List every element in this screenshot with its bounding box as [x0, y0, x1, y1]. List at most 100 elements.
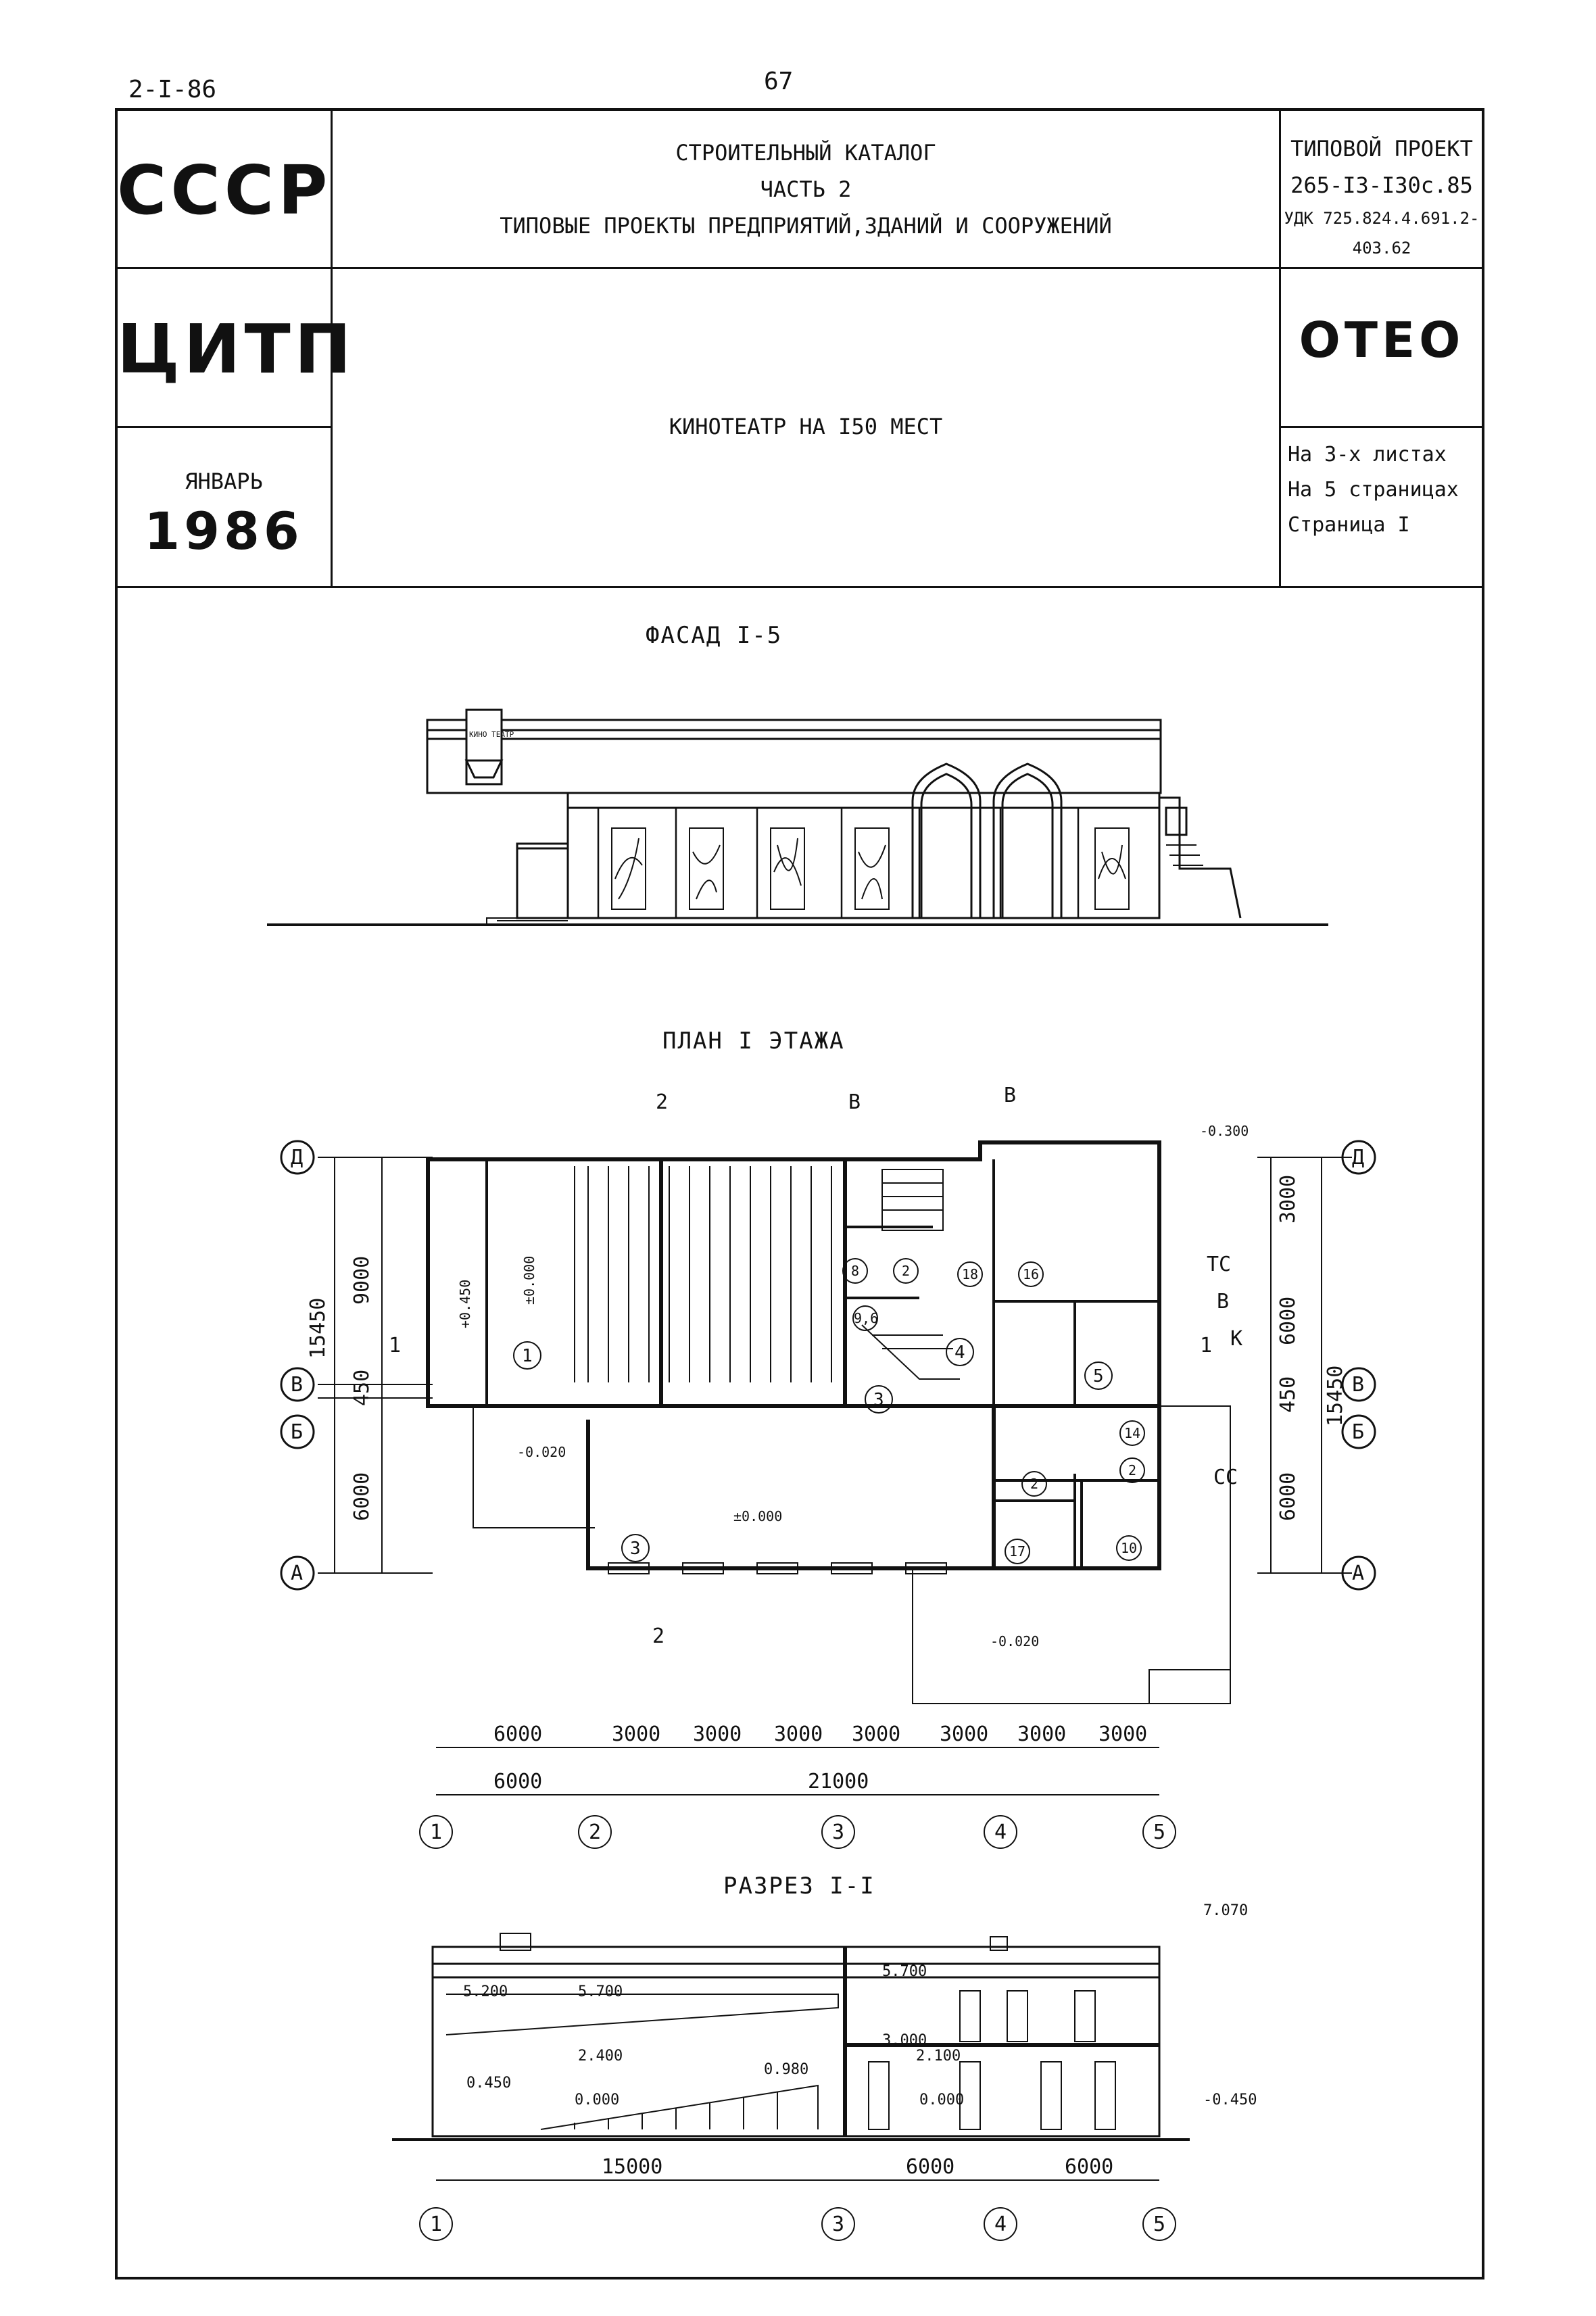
room-number: 1	[522, 1346, 533, 1366]
elevation-tag: -0.300	[1200, 1123, 1249, 1139]
elevation-tag: -0.450	[1203, 2092, 1257, 2108]
axis-label: А	[291, 1562, 303, 1585]
room-number: 5	[1093, 1366, 1104, 1386]
axis-label: Б	[291, 1420, 303, 1444]
axis-label: 4	[994, 1820, 1007, 1844]
object-cell: КИНОТЕАТР НА I50 МЕСТ	[331, 267, 1281, 588]
sheets-text: На 3-х листах	[1288, 443, 1447, 466]
dim-label: 6000	[906, 2155, 954, 2179]
axis-label: Б	[1352, 1420, 1364, 1444]
dim-label: 15450	[1324, 1366, 1347, 1426]
sheet-code: 2-I-86	[128, 76, 217, 103]
dim-label: 21000	[808, 1770, 869, 1793]
elevation-tag: 0.980	[764, 2061, 808, 2078]
dim-label: 3000	[852, 1722, 900, 1746]
catalog-line3: ТИПОВЫЕ ПРОЕКТЫ ПРЕДПРИЯТИЙ,ЗДАНИЙ И СОО…	[500, 213, 1112, 239]
axis-label: 2	[589, 1820, 601, 1844]
title-block: СССР ЦИТП ЯНВАРЬ 1986 СТРОИТЕЛЬНЫЙ КАТАЛ…	[115, 108, 1484, 588]
elevation-tag: ±0.000	[733, 1508, 782, 1524]
page-number: 67	[764, 68, 794, 95]
dim-label: 3000	[1017, 1722, 1066, 1746]
dim-label: 3000	[774, 1722, 823, 1746]
flow-arrow-label: ТС	[1207, 1253, 1231, 1276]
dim-label: 450	[350, 1370, 374, 1406]
section-code: ОТЕО	[1299, 312, 1465, 368]
room-number: 3	[873, 1390, 884, 1410]
udk-text: УДК 725.824.4.691.2-403.62	[1284, 209, 1480, 258]
facade-sign: КИНО ТЕАТР	[469, 730, 514, 739]
room-number: 16	[1023, 1266, 1039, 1282]
axis-label: 3	[832, 1820, 844, 1844]
elevation-tag: 0.450	[466, 2075, 511, 2092]
dim-label: 3000	[612, 1722, 660, 1746]
flow-arrow-label: СС	[1213, 1466, 1238, 1489]
axis-label: 1	[430, 2213, 442, 2236]
room-number: 18	[962, 1266, 978, 1282]
object-title: КИНОТЕАТР НА I50 МЕСТ	[669, 414, 943, 439]
org1-text: СССР	[117, 151, 332, 230]
dim-label: 450	[1276, 1376, 1300, 1413]
axis-label: В	[291, 1373, 303, 1397]
elevation-tag: -0.020	[517, 1444, 566, 1460]
project-number: 265-I3-I30с.85	[1290, 172, 1473, 198]
elevation-tag: 5.200	[463, 1983, 508, 2000]
cut-mark: 1	[1200, 1334, 1212, 1357]
room-number: 2	[1128, 1462, 1136, 1478]
dim-label: 6000	[1276, 1297, 1300, 1345]
room-number: 10	[1121, 1540, 1137, 1556]
cut-mark: 1	[389, 1334, 401, 1357]
room-number: 3	[630, 1539, 641, 1559]
sheets-cell: На 3-х листах На 5 страницах Страница I	[1279, 426, 1484, 588]
room-number: 8	[851, 1263, 859, 1279]
axis-label: Д	[1352, 1146, 1364, 1169]
elevation-tag: 2.100	[916, 2048, 961, 2065]
elevation-tag: 5.700	[882, 1963, 927, 1980]
elevation-tag: ±0.000	[521, 1256, 537, 1305]
dim-label: 6000	[350, 1472, 374, 1521]
dim-label: 6000	[493, 1770, 542, 1793]
room-number: 2	[902, 1263, 910, 1279]
dim-label: 3000	[1276, 1175, 1300, 1224]
plan-title: ПЛАН I ЭТАЖА	[662, 1028, 845, 1055]
axis-label: 4	[994, 2213, 1007, 2236]
room-number: 14	[1124, 1425, 1140, 1441]
elevation-tag: 3.000	[882, 2032, 927, 2049]
section-drawing	[392, 1933, 1190, 2241]
elevation-tag: 0.000	[575, 2092, 619, 2108]
catalog-line2: ЧАСТЬ 2	[760, 176, 852, 202]
elevation-tag: 5.700	[578, 1983, 623, 2000]
elevation-tag: 2.400	[578, 2048, 623, 2065]
dim-label: 6000	[493, 1722, 542, 1746]
catalog-line1: СТРОИТЕЛЬНЫЙ КАТАЛОГ	[675, 140, 936, 166]
cut-mark: В	[1004, 1084, 1016, 1107]
project-label: ТИПОВОЙ ПРОЕКТ	[1290, 136, 1473, 162]
pages-text: На 5 страницах	[1288, 478, 1459, 502]
plan-drawing	[280, 1140, 1376, 1704]
plan-axis-bubbles	[419, 1747, 1176, 1849]
facade-title: ФАСАД I-5	[646, 622, 783, 649]
cut-mark: В	[848, 1090, 861, 1114]
elevation-tag: 7.070	[1203, 1902, 1248, 1919]
cut-mark: 2	[652, 1624, 664, 1648]
dim-label: 6000	[1276, 1472, 1300, 1521]
axis-label: В	[1352, 1373, 1364, 1397]
axis-label: 1	[430, 1820, 442, 1844]
page-no-text: Страница I	[1288, 513, 1410, 537]
axis-label: Д	[291, 1146, 303, 1169]
dim-label: 15000	[602, 2155, 662, 2179]
facade-drawing: КИНО ТЕАТР	[267, 708, 1328, 926]
section-title: РАЗРЕЗ I-I	[723, 1873, 875, 1900]
dim-label: 15450	[306, 1298, 330, 1359]
elevation-tag: 0.000	[919, 2092, 964, 2108]
room-number: 9,6	[854, 1310, 878, 1326]
dim-label: 6000	[1065, 2155, 1113, 2179]
axis-label: 3	[832, 2213, 844, 2236]
axis-label: 5	[1153, 1820, 1165, 1844]
dim-label: 3000	[940, 1722, 988, 1746]
org1-cell: СССР	[115, 108, 333, 269]
cut-mark: 2	[656, 1090, 668, 1114]
org2-text: ЦИТП	[117, 310, 356, 389]
flow-arrow-label: К	[1230, 1327, 1242, 1351]
elevation-tag: +0.450	[457, 1280, 473, 1328]
